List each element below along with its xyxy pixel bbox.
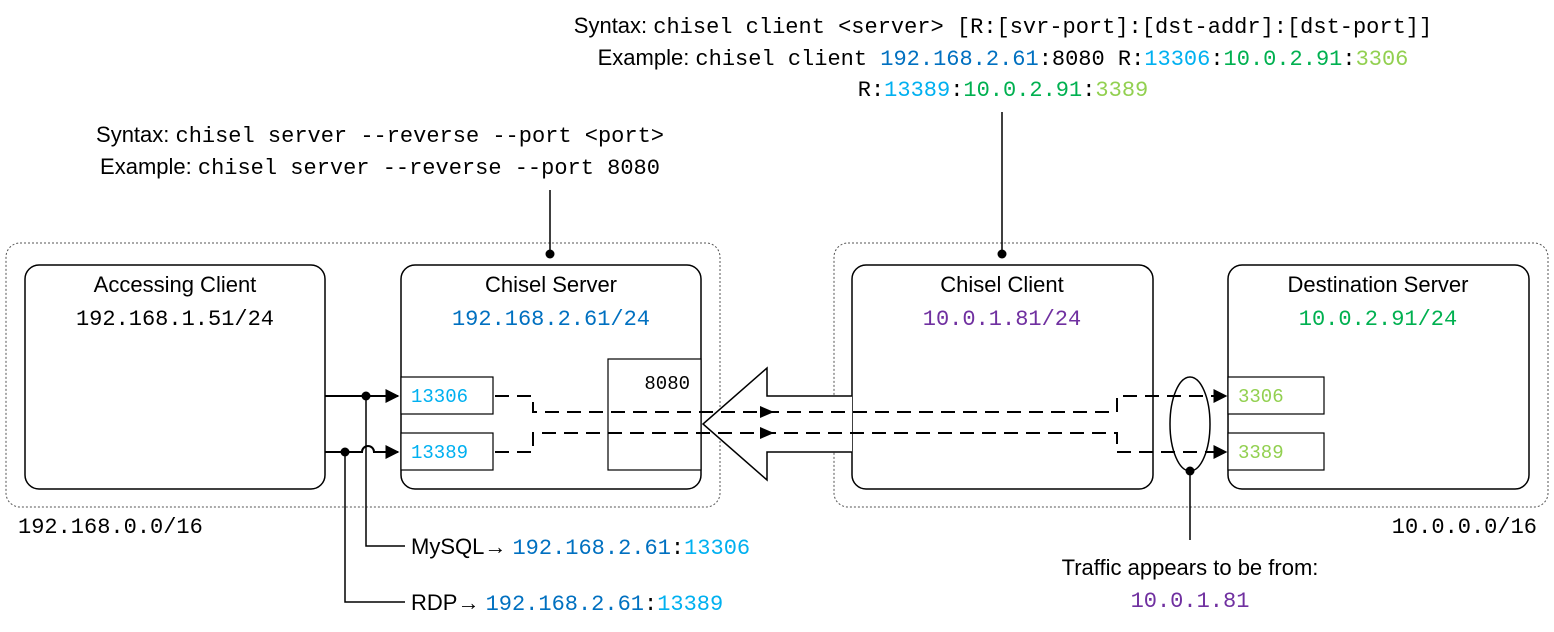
dest-port-3389-box xyxy=(1227,432,1325,471)
chisel-server-title: Chisel Server xyxy=(485,272,617,297)
server-example-line: Example: chisel server --reverse --port … xyxy=(100,154,660,181)
server-listen-port: 8080 xyxy=(644,373,690,395)
flow-13306-to-3306 xyxy=(495,389,1228,413)
rdp-leader xyxy=(344,452,405,603)
network-left-boundary xyxy=(5,242,721,508)
server-port-13389: 13389 xyxy=(411,442,468,464)
rdp-annotation: RDP→ 192.168.2.61:13389 xyxy=(411,590,723,617)
client-syntax-line: Syntax: chisel client <server> [R:[svr-p… xyxy=(574,13,1432,40)
network-right-label: 10.0.0.0/16 xyxy=(1392,515,1537,540)
network-left-label: 192.168.0.0/16 xyxy=(18,515,203,540)
mysql-annotation: MySQL→ 192.168.2.61:13306 xyxy=(411,534,750,561)
traffic-label: Traffic appears to be from: xyxy=(1062,555,1319,580)
flow-13389-to-3389 xyxy=(495,432,1228,459)
dest-port-3306: 3306 xyxy=(1238,386,1284,408)
traffic-ip: 10.0.1.81 xyxy=(1131,589,1250,614)
server-port-13306-box xyxy=(400,376,494,415)
client-cmd-leader-dot xyxy=(997,249,1007,259)
tunnel-arrow xyxy=(701,366,852,482)
client-example-line-2: R:13389:10.0.2.91:3389 xyxy=(858,78,1148,103)
dest-port-3306-box xyxy=(1227,376,1325,415)
flow-arrow-mid-1 xyxy=(760,406,774,418)
chisel-client-box xyxy=(851,264,1154,490)
chisel-server-ip: 192.168.2.61/24 xyxy=(452,307,650,332)
dest-port-3389: 3389 xyxy=(1238,442,1284,464)
server-syntax-line: Syntax: chisel server --reverse --port <… xyxy=(96,122,664,149)
conn-client-to-13389 xyxy=(325,445,400,459)
mysql-leader xyxy=(365,396,405,547)
server-cmd-leader-dot xyxy=(545,249,555,259)
server-port-13389-box xyxy=(400,432,494,471)
flow-arrow-mid-2 xyxy=(760,427,774,439)
accessing-client-ip: 192.168.1.51/24 xyxy=(76,307,274,332)
network-right-boundary xyxy=(833,242,1549,508)
server-port-13306: 13306 xyxy=(411,386,468,408)
chisel-client-title: Chisel Client xyxy=(940,272,1064,297)
accessing-client-title: Accessing Client xyxy=(94,272,257,297)
client-example-line: Example: chisel client 192.168.2.61:8080… xyxy=(598,45,1409,72)
server-listen-port-box xyxy=(607,358,702,471)
traffic-ellipse xyxy=(1169,376,1211,472)
chisel-client-ip: 10.0.1.81/24 xyxy=(923,307,1081,332)
destination-server-ip: 10.0.2.91/24 xyxy=(1299,307,1457,332)
accessing-client-box xyxy=(24,264,326,490)
destination-server-title: Destination Server xyxy=(1288,272,1469,297)
